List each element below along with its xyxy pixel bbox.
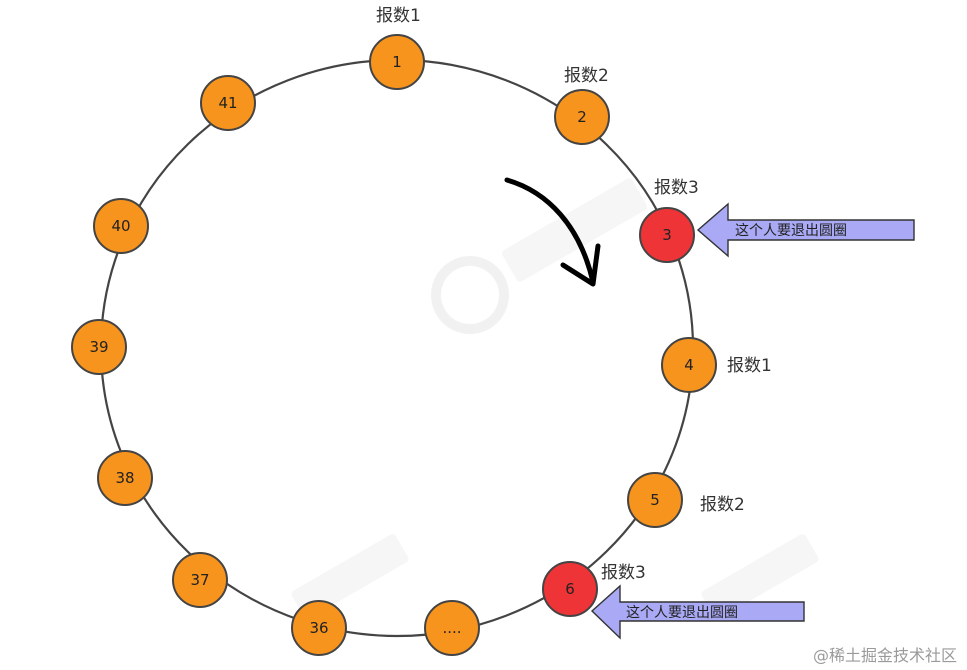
count-label-node-2: 报数2 [564, 66, 609, 86]
node-6-eliminated: 6 [542, 561, 598, 617]
exit-arrow-node-6: 这个人要退出圆圈 [590, 584, 805, 640]
node-41: 41 [200, 75, 256, 131]
node-label: 37 [190, 571, 209, 589]
node-3-eliminated: 3 [639, 207, 695, 263]
node-label: 3 [662, 226, 672, 244]
node-label: 36 [309, 619, 328, 637]
node-label: 39 [89, 338, 108, 356]
node-label: 1 [392, 53, 402, 71]
node-36: 36 [291, 600, 347, 656]
node-label: 6 [565, 580, 575, 598]
exit-arrow-node-3: 这个人要退出圆圈 [696, 202, 915, 258]
node-1: 1 [369, 34, 425, 90]
count-label-node-3: 报数3 [654, 178, 699, 198]
count-label-node-4: 报数1 [727, 356, 772, 376]
clockwise-direction-arrow [504, 177, 601, 287]
node-5: 5 [627, 472, 683, 528]
node-label: 40 [111, 217, 130, 235]
node-label: 4 [684, 356, 694, 374]
count-label-node-5: 报数2 [700, 495, 745, 515]
count-label-node-1: 报数1 [376, 6, 421, 26]
node-label: 38 [115, 469, 134, 487]
node-label: 5 [650, 491, 660, 509]
node-38: 38 [97, 450, 153, 506]
count-label-node-6: 报数3 [601, 563, 646, 583]
node-39: 39 [71, 319, 127, 375]
node-4: 4 [661, 337, 717, 393]
node-37: 37 [172, 552, 228, 608]
node-label: .... [442, 619, 461, 637]
site-watermark: @稀土掘金技术社区 [812, 646, 957, 665]
node-2: 2 [554, 89, 610, 145]
node-40: 40 [93, 198, 149, 254]
node-label: 2 [577, 108, 587, 126]
node-label: 41 [218, 94, 237, 112]
exit-arrow-text: 这个人要退出圆圈 [735, 222, 847, 239]
exit-arrow-text: 这个人要退出圆圈 [626, 604, 738, 621]
node-ellipsis: .... [424, 600, 480, 656]
